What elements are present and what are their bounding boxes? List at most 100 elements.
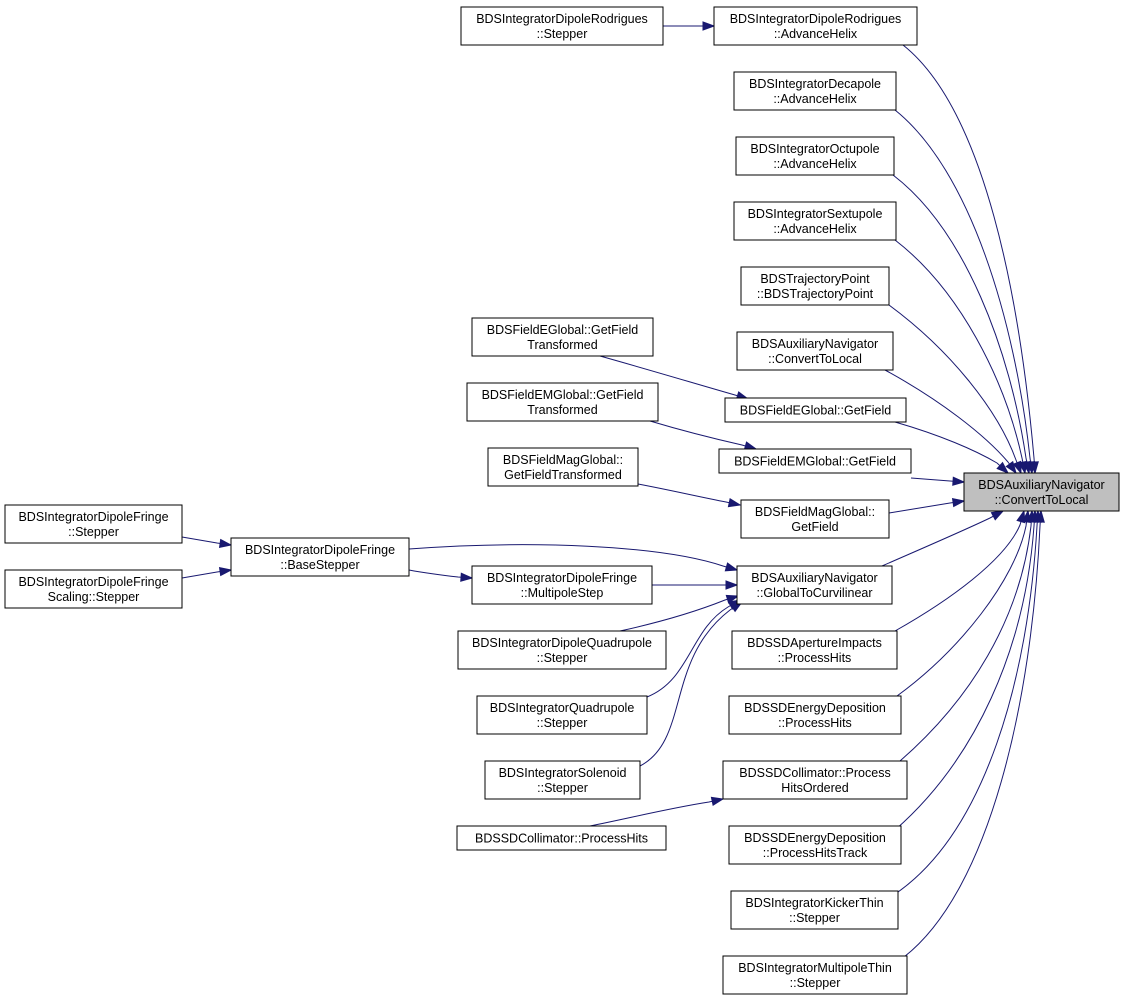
node-fe_gf[interactable]: BDSFieldEGlobal::GetField: [724, 397, 907, 423]
node-label: BDSFieldEGlobal::GetField: [740, 404, 892, 418]
node-box[interactable]: [722, 760, 908, 800]
node-box[interactable]: [724, 397, 907, 423]
node-df_base[interactable]: BDSIntegratorDipoleFringe::BaseStepper: [230, 537, 410, 577]
node-box[interactable]: [466, 382, 659, 422]
node-aux_gtc[interactable]: BDSAuxiliaryNavigator::GlobalToCurviline…: [736, 565, 893, 605]
node-label: BDSSDCollimator::ProcessHits: [475, 832, 648, 846]
edges-layer: [181, 21, 1045, 958]
edge-fem_gf-to-target: [910, 476, 966, 486]
edge-line: [902, 44, 1036, 474]
edge-ed_pht-to-target: [894, 509, 1039, 831]
node-label: GetFieldTransformed: [504, 468, 622, 482]
node-box[interactable]: [728, 825, 902, 865]
node-box[interactable]: [731, 630, 898, 670]
node-label: BDSFieldEGlobal::GetField: [487, 323, 639, 337]
node-label: ::Stepper: [790, 976, 841, 990]
node-box[interactable]: [456, 825, 667, 851]
node-sol_step[interactable]: BDSIntegratorSolenoid::Stepper: [484, 760, 641, 800]
node-label: GetField: [791, 520, 838, 534]
edge-coll_pho-to-target: [899, 509, 1036, 762]
node-fm_gf[interactable]: BDSFieldMagGlobal::GetField: [740, 499, 890, 539]
edge-line: [881, 510, 1004, 567]
node-label: BDSIntegratorOctupole: [750, 142, 879, 156]
node-dr_adv[interactable]: BDSIntegratorDipoleRodrigues::AdvanceHel…: [713, 6, 918, 46]
node-dr_step[interactable]: BDSIntegratorDipoleRodrigues::Stepper: [460, 6, 664, 46]
node-box[interactable]: [735, 136, 895, 176]
node-box[interactable]: [736, 565, 893, 605]
node-label: ::ConvertToLocal: [995, 493, 1089, 507]
node-label: ::ProcessHits: [778, 651, 852, 665]
node-fem_gf[interactable]: BDSFieldEMGlobal::GetField: [718, 448, 912, 474]
node-box[interactable]: [728, 695, 902, 735]
edge-line: [894, 510, 1036, 831]
node-label: BDSFieldEMGlobal::GetField: [482, 388, 644, 402]
node-label: BDSSDCollimator::Process: [739, 766, 890, 780]
node-box[interactable]: [457, 630, 667, 670]
node-df_step[interactable]: BDSIntegratorDipoleFringe::Stepper: [4, 504, 183, 544]
node-ed_ph[interactable]: BDSSDEnergyDeposition::ProcessHits: [728, 695, 902, 735]
edge-ed_ph-to-target: [896, 509, 1032, 697]
edge-coll_ph-to-coll_pho: [589, 796, 725, 827]
node-sext[interactable]: BDSIntegratorSextupole::AdvanceHelix: [733, 201, 897, 241]
edge-line: [896, 510, 1029, 697]
node-box[interactable]: [487, 447, 639, 487]
node-box[interactable]: [4, 569, 183, 609]
node-quad_step[interactable]: BDSIntegratorQuadrupole::Stepper: [476, 695, 648, 735]
node-label: ::AdvanceHelix: [773, 222, 857, 236]
node-label: BDSIntegratorDipoleQuadrupole: [472, 636, 652, 650]
node-box[interactable]: [730, 890, 899, 930]
arrowhead-icon: [218, 538, 233, 549]
node-box[interactable]: [484, 760, 641, 800]
edge-line: [599, 355, 749, 400]
node-df_multi[interactable]: BDSIntegratorDipoleFringe::MultipoleStep: [471, 565, 653, 605]
node-box[interactable]: [733, 201, 897, 241]
arrowhead-icon: [702, 21, 716, 31]
node-aux_ctl[interactable]: BDSAuxiliaryNavigator::ConvertToLocal: [736, 331, 894, 371]
node-box[interactable]: [713, 6, 918, 46]
node-fm_gft[interactable]: BDSFieldMagGlobal::GetFieldTransformed: [487, 447, 639, 487]
node-target[interactable]: BDSAuxiliaryNavigator::ConvertToLocal: [963, 472, 1120, 512]
node-dfs_step[interactable]: BDSIntegratorDipoleFringeScaling::Steppe…: [4, 569, 183, 609]
node-label: ::ProcessHitsTrack: [763, 846, 868, 860]
edge-df_multi-to-aux_gtc: [652, 580, 739, 590]
node-label: BDSSDApertureImpacts: [747, 636, 882, 650]
node-kick_step[interactable]: BDSIntegratorKickerThin::Stepper: [730, 890, 899, 930]
node-box[interactable]: [460, 6, 664, 46]
edge-df_step-to-df_base: [181, 536, 233, 549]
edge-dq_step-to-aux_gtc: [619, 594, 740, 632]
edge-fem_gft-to-fem_gf: [649, 420, 758, 451]
node-box[interactable]: [733, 71, 897, 111]
node-box[interactable]: [963, 472, 1120, 512]
node-octu[interactable]: BDSIntegratorOctupole::AdvanceHelix: [735, 136, 895, 176]
node-traj[interactable]: BDSTrajectoryPoint::BDSTrajectoryPoint: [740, 266, 890, 306]
node-box[interactable]: [722, 955, 908, 995]
node-dq_step[interactable]: BDSIntegratorDipoleQuadrupole::Stepper: [457, 630, 667, 670]
node-ed_pht[interactable]: BDSSDEnergyDeposition::ProcessHitsTrack: [728, 825, 902, 865]
node-mult_step[interactable]: BDSIntegratorMultipoleThin::Stepper: [722, 955, 908, 995]
edge-df_base-to-aux_gtc: [408, 544, 739, 572]
edge-line: [589, 798, 724, 827]
node-label: ::AdvanceHelix: [773, 157, 857, 171]
node-label: ::BaseStepper: [280, 558, 359, 572]
node-fe_gft[interactable]: BDSFieldEGlobal::GetFieldTransformed: [471, 317, 654, 357]
node-fem_gft[interactable]: BDSFieldEMGlobal::GetFieldTransformed: [466, 382, 659, 422]
node-ap_ph[interactable]: BDSSDApertureImpacts::ProcessHits: [731, 630, 898, 670]
node-box[interactable]: [230, 537, 410, 577]
node-box[interactable]: [740, 266, 890, 306]
node-box[interactable]: [476, 695, 648, 735]
node-coll_ph[interactable]: BDSSDCollimator::ProcessHits: [456, 825, 667, 851]
node-label: HitsOrdered: [781, 781, 848, 795]
edge-line: [894, 421, 1009, 474]
node-deca[interactable]: BDSIntegratorDecapole::AdvanceHelix: [733, 71, 897, 111]
node-box[interactable]: [471, 317, 654, 357]
node-box[interactable]: [740, 499, 890, 539]
node-box[interactable]: [736, 331, 894, 371]
node-box[interactable]: [471, 565, 653, 605]
node-box[interactable]: [718, 448, 912, 474]
node-label: BDSIntegratorDipoleFringe: [18, 510, 168, 524]
node-box[interactable]: [4, 504, 183, 544]
node-label: ::ConvertToLocal: [768, 352, 862, 366]
arrowhead-icon: [951, 497, 966, 508]
